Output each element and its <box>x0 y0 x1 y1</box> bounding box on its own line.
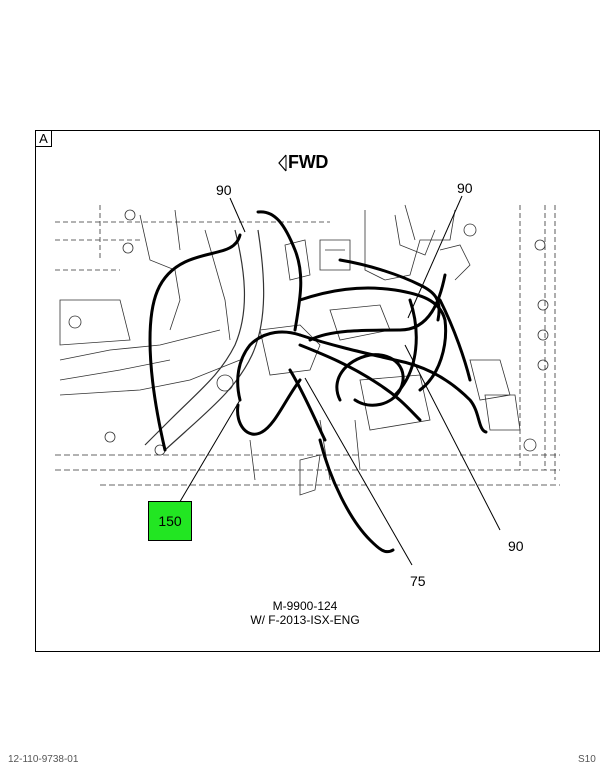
footer-right-id: S10 <box>578 754 596 765</box>
direction-label: FWD <box>288 152 329 172</box>
wire-harness <box>148 210 488 554</box>
diamond-arrow-icon <box>278 154 287 171</box>
callout-150-label: 150 <box>158 513 182 529</box>
callout-90-bottom-right: 90 <box>508 538 524 554</box>
callout-75: 75 <box>410 573 426 589</box>
leader-lines <box>177 195 501 566</box>
direction-indicator: FWD <box>278 152 328 173</box>
callout-90-top-left: 90 <box>216 182 232 198</box>
callout-150-highlight[interactable]: 150 <box>148 501 192 541</box>
callout-90-top-right: 90 <box>457 180 473 196</box>
diagram-frame <box>35 130 600 652</box>
footer-left-id: 12-110-9738-01 <box>8 754 79 765</box>
caption-model: M-9900-124 <box>272 599 338 613</box>
engine-block-outline <box>55 204 560 496</box>
panel-letter: A <box>35 130 52 147</box>
caption-variant: W/ F-2013-ISX-ENG <box>250 613 360 627</box>
